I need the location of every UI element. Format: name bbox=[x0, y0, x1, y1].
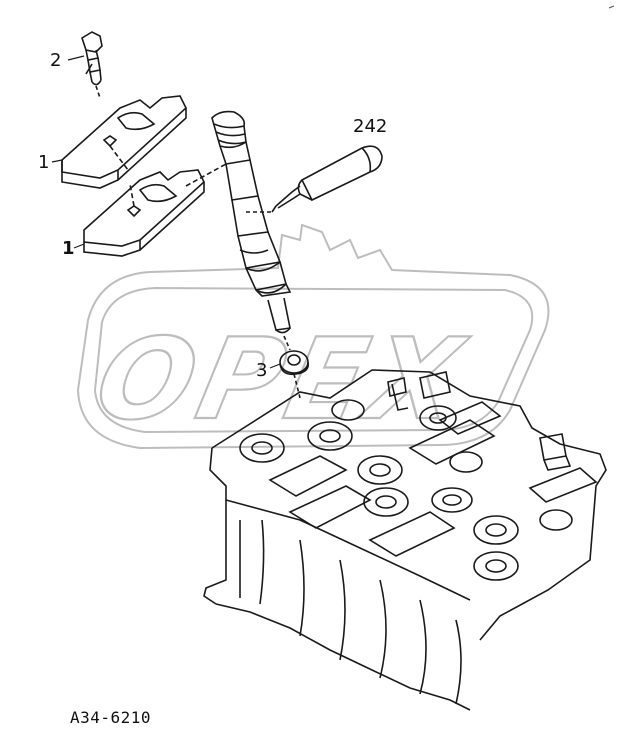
part-242-sealant-tube bbox=[246, 145, 383, 213]
watermark-text: OPEX bbox=[85, 314, 477, 445]
part-3-washer bbox=[279, 350, 310, 399]
callout-part-242: 242 bbox=[353, 116, 388, 137]
drawing-reference-code: A34-6210 bbox=[70, 708, 152, 727]
callout-part-1-lower: 1 bbox=[62, 238, 75, 259]
corner-mark bbox=[608, 5, 615, 9]
callout-part-3: 3 bbox=[256, 360, 268, 381]
cylinder-head bbox=[203, 369, 607, 711]
part-1-clamp-lower bbox=[83, 163, 227, 257]
part-2-fastener bbox=[81, 31, 103, 99]
callout-part-1-upper: 1 bbox=[38, 152, 50, 173]
callout-part-2: 2 bbox=[50, 50, 62, 71]
part-1-clamp-upper bbox=[61, 95, 187, 189]
injector bbox=[211, 110, 292, 351]
